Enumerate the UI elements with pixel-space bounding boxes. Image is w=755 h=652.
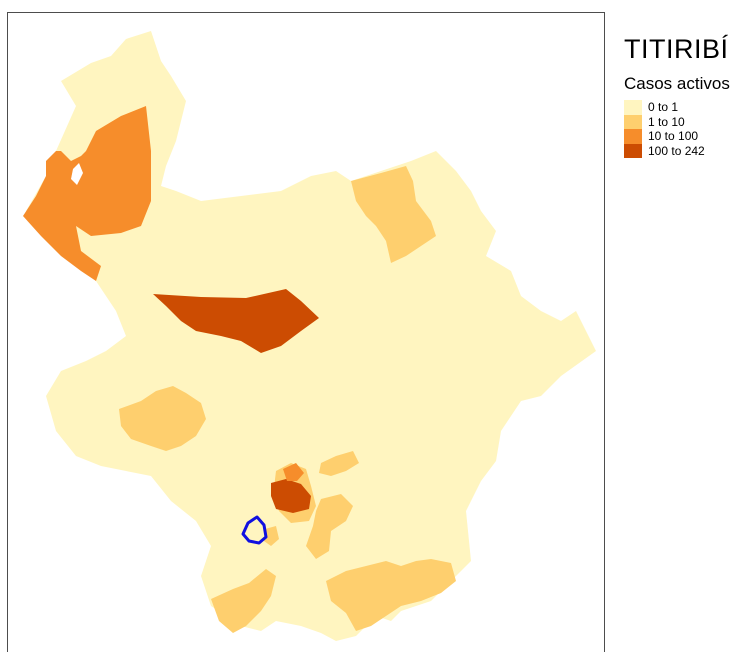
legend-item-3: 100 to 242 — [624, 143, 755, 158]
legend-list: 0 to 1 1 to 10 10 to 100 100 to 242 — [624, 100, 755, 158]
legend-swatch-3 — [624, 143, 642, 158]
legend-label-2: 10 to 100 — [648, 129, 699, 144]
map-frame — [7, 12, 605, 652]
region-southwest[interactable] — [211, 569, 276, 633]
map-title: TITIRIBÍ — [624, 34, 729, 64]
region-northeast[interactable] — [351, 166, 436, 263]
legend-label-0: 0 to 1 — [648, 100, 679, 115]
map-legend: TITIRIBÍ Casos activos 0 to 1 1 to 10 10… — [624, 34, 755, 158]
legend-swatch-1 — [624, 114, 642, 129]
titiribi-highlight[interactable] — [241, 515, 268, 545]
region-gulf-cutout — [71, 163, 83, 185]
region-southeast[interactable] — [326, 559, 456, 631]
region-medellin[interactable] — [271, 479, 311, 513]
legend-swatch-2 — [624, 129, 642, 144]
legend-label-1: 1 to 10 — [648, 114, 685, 129]
region-south-central[interactable] — [306, 494, 353, 559]
legend-item-1: 1 to 10 — [624, 114, 755, 129]
region-north-band[interactable] — [153, 289, 319, 353]
region-near-medellin[interactable] — [283, 463, 304, 481]
legend-swatch-0 — [624, 100, 642, 115]
region-uraba[interactable] — [23, 106, 151, 281]
legend-title: Casos activos — [624, 74, 730, 93]
region-west-central[interactable] — [119, 386, 206, 451]
legend-label-3: 100 to 242 — [648, 143, 705, 158]
legend-item-2: 10 to 100 — [624, 129, 755, 144]
region-small-east[interactable] — [319, 451, 359, 476]
region-base[interactable] — [26, 31, 596, 641]
legend-item-0: 0 to 1 — [624, 100, 755, 115]
region-small-southwest[interactable] — [264, 526, 279, 546]
map-canvas — [23, 31, 596, 641]
